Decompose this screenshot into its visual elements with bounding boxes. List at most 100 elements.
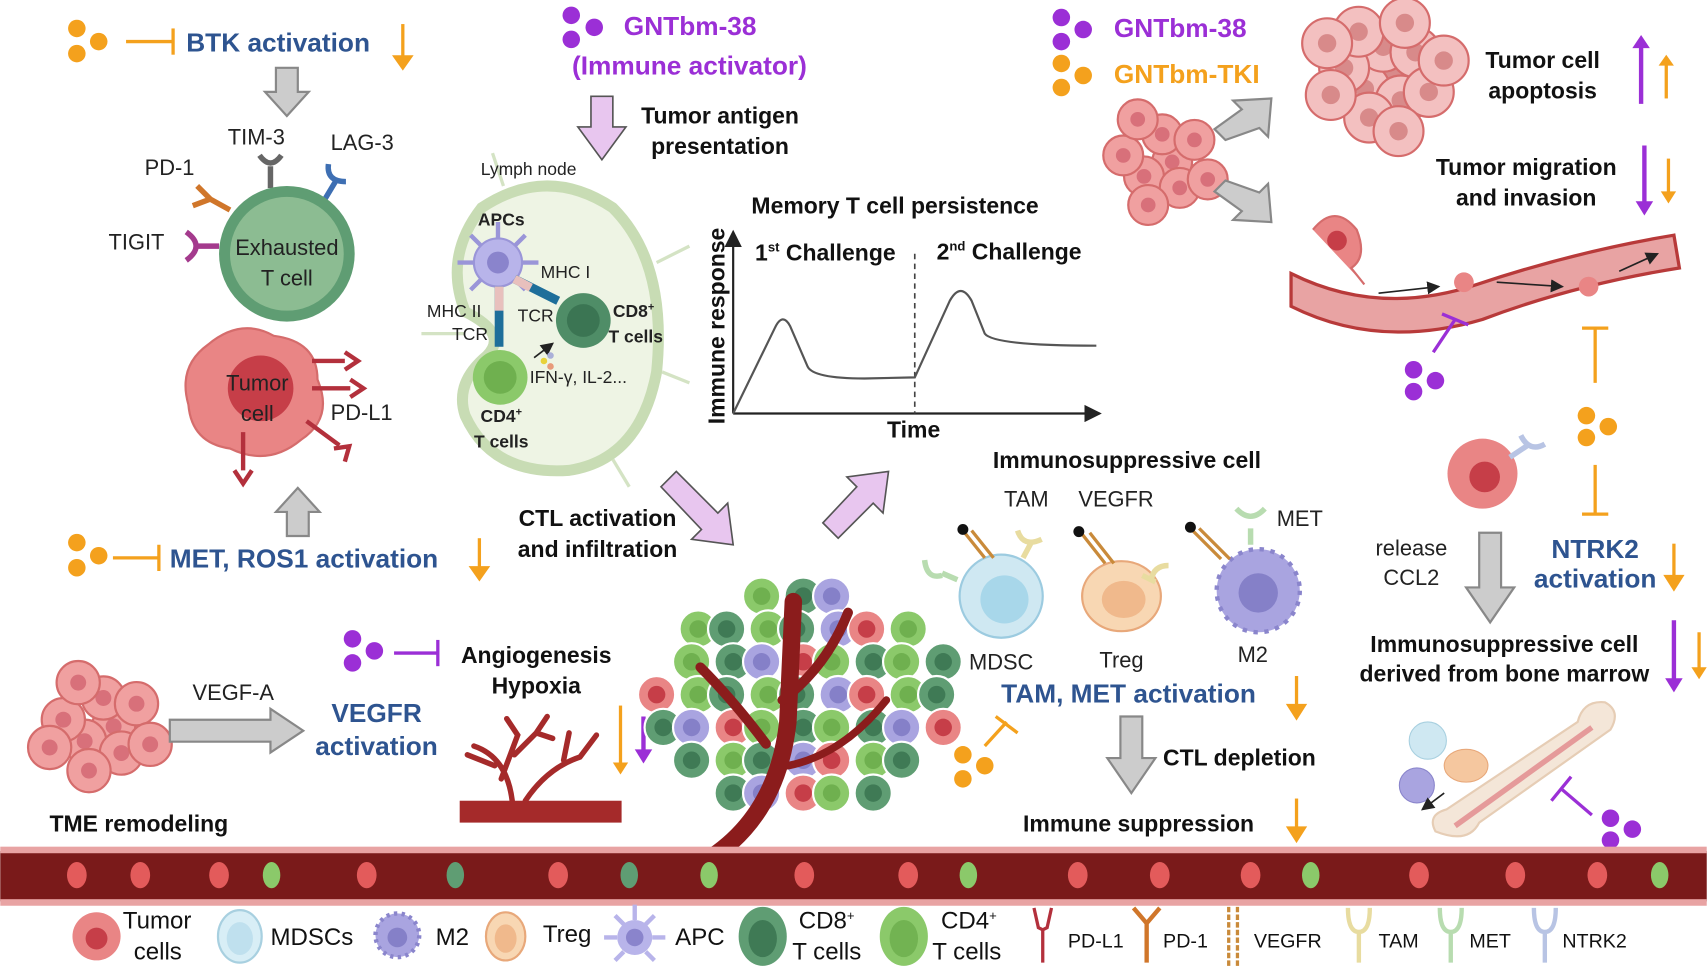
- decrease-arrow-icon: [392, 24, 414, 71]
- hypoxia-label: Hypoxia: [492, 673, 582, 699]
- cytokines-label: IFN-γ, IL-2...: [530, 367, 627, 387]
- legend-met: MET: [1469, 930, 1511, 952]
- pink-diagonal-arrow-icon: [821, 470, 890, 540]
- tumor-label: Tumor: [226, 371, 288, 396]
- legend-tam: TAM: [1379, 930, 1419, 952]
- tumor-nucleus-icon: [1359, 108, 1379, 127]
- red-blood-cell-icon: [548, 861, 568, 889]
- immunosuppressive-cell-title: Immunosuppressive cell: [993, 447, 1261, 473]
- apoptosis-label: apoptosis: [1488, 77, 1596, 103]
- blood-vessel-sprouting: [459, 713, 622, 823]
- t-cell-in-vessel-icon: [700, 861, 718, 889]
- legend-m2: M2: [436, 924, 469, 951]
- decrease-arrow-icon: [1663, 543, 1685, 592]
- tme-cell-nucleus-icon: [892, 653, 911, 671]
- tme-cell-nucleus-icon: [647, 685, 666, 704]
- red-blood-cell-icon: [1149, 861, 1170, 889]
- red-blood-cell-icon: [1067, 861, 1088, 889]
- legend-cd8-t-cells: T cells: [792, 938, 861, 965]
- tumor-nucleus-icon: [41, 739, 58, 756]
- tumor-nucleus-icon: [95, 690, 112, 706]
- cd8-label: CD8+: [613, 301, 654, 321]
- tme-cell-nucleus-icon: [829, 685, 847, 704]
- pink-diagonal-arrow-icon: [659, 470, 735, 546]
- tme-cell-nucleus-icon: [654, 718, 672, 737]
- tme-cell-nucleus-icon: [927, 685, 946, 704]
- bone-marrow-derived-label: derived from bone marrow: [1359, 660, 1649, 686]
- red-blood-cell-icon: [356, 861, 377, 889]
- met-label: MET: [1277, 506, 1323, 531]
- purple-drug-dots-icon: [562, 6, 603, 49]
- tumor-nucleus-icon: [1140, 197, 1156, 213]
- tumor-microenvironment-mass: [636, 576, 963, 813]
- tumor-nucleus-icon: [1419, 82, 1438, 102]
- gntbm-38-label: GNTbm-38: [624, 11, 757, 41]
- immune-suppression-label: Immune suppression: [1023, 810, 1254, 836]
- blood-vessel-metastasis: [1289, 214, 1682, 334]
- pd1-label: PD-1: [145, 155, 195, 180]
- tme-cell-nucleus-icon: [899, 685, 917, 704]
- bottom-blood-vessel: [0, 846, 1707, 906]
- second-challenge-label: 2nd Challenge: [937, 238, 1082, 264]
- tme-cell-nucleus-icon: [822, 784, 841, 802]
- bone-marrow: [1398, 701, 1616, 838]
- cd4-label: CD4+: [481, 406, 522, 426]
- tumor-nucleus-icon: [1321, 85, 1340, 105]
- tme-cell-nucleus-icon: [682, 718, 701, 737]
- pd-l1-label: PD-L1: [331, 400, 393, 425]
- gray-diagonal-arrow-icon: [1212, 97, 1273, 142]
- cell-label: cell: [241, 401, 274, 426]
- tme-cell-nucleus-icon: [857, 620, 876, 638]
- t-cell-in-vessel-icon: [1650, 861, 1669, 889]
- gntbm-tki-label: GNTbm-TKI: [1114, 59, 1260, 89]
- decrease-arrow-icon: [1285, 676, 1308, 721]
- m2-label: M2: [1238, 642, 1268, 667]
- mdsc-label: MDSC: [969, 649, 1033, 674]
- tumor-nucleus-icon: [1389, 121, 1408, 141]
- legend-tam-icon: [1345, 907, 1373, 963]
- tme-cell-nucleus-icon: [857, 685, 876, 704]
- orange-inhibition-icon: [983, 715, 1019, 748]
- tme-cell-nucleus-icon: [794, 718, 812, 737]
- purple-inhibition-icon: [1550, 775, 1593, 817]
- purple-inhibition-icon: [394, 639, 440, 667]
- red-blood-cell-icon: [1505, 861, 1526, 889]
- decrease-arrow-icon: [1285, 798, 1308, 844]
- tme-cell-nucleus-icon: [934, 718, 952, 737]
- orange-drug-dots-icon: [954, 746, 994, 788]
- tumor-nucleus-icon: [1434, 51, 1453, 70]
- red-blood-cell-icon: [66, 861, 87, 889]
- legend-mdscs-icon: [216, 909, 263, 964]
- tumor-cell-apoptosis-label: Tumor cell: [1485, 47, 1599, 73]
- legend-apc: APC: [675, 924, 724, 951]
- t-cell-in-vessel-icon: [262, 861, 281, 889]
- tigit-label: TIGIT: [109, 229, 165, 254]
- tumor-nucleus-icon: [1136, 169, 1152, 184]
- gray-down-arrow-icon: [1463, 531, 1517, 625]
- tim3-label: TIM-3: [228, 124, 285, 149]
- tumor-nucleus-icon: [1115, 148, 1131, 163]
- decrease-arrow-icon: [468, 538, 491, 582]
- tumor-cluster: [1102, 98, 1229, 227]
- exhausted-label: Exhausted: [235, 235, 338, 260]
- lag3-label: LAG-3: [331, 130, 394, 155]
- tme-cell-nucleus-icon: [794, 784, 812, 802]
- tumor-antigen-label: Tumor antigen: [641, 103, 799, 129]
- legend-pd-l1: PD-L1: [1068, 930, 1124, 952]
- t-cell-in-vessel-icon: [959, 861, 978, 889]
- tumor-nucleus-icon: [1317, 34, 1337, 53]
- immunosuppressive-cells: [921, 506, 1302, 639]
- legend-pd-1: PD-1: [1163, 930, 1208, 952]
- red-blood-cell-icon: [130, 861, 151, 889]
- legend-tumor-cells-icon: [72, 912, 121, 961]
- tumor-cluster: [26, 659, 173, 794]
- legend-cd4-icon: [879, 906, 928, 966]
- tme-cell-nucleus-icon: [864, 751, 882, 770]
- legend-apc-icon: [604, 904, 666, 962]
- tme-cell-nucleus-icon: [864, 653, 882, 671]
- t-cell-label: T cell: [261, 266, 313, 291]
- immune-activator-label: (Immune activator): [572, 50, 807, 80]
- tumor-nucleus-icon: [142, 736, 159, 753]
- tme-cell-nucleus-icon: [724, 653, 742, 671]
